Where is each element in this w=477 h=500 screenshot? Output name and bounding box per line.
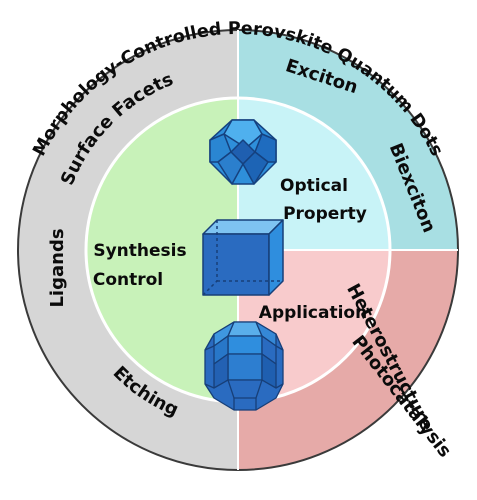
cube-icon bbox=[202, 219, 284, 296]
label-synthesis: Synthesis bbox=[93, 241, 186, 261]
label-ligands: Ligands bbox=[47, 228, 68, 307]
label-control: Control bbox=[93, 270, 163, 290]
label-application: Application bbox=[259, 303, 367, 323]
inner-left-sector bbox=[86, 98, 238, 402]
label-property: Property bbox=[283, 204, 367, 224]
inner-top-right-sector bbox=[238, 98, 390, 250]
truncated-octahedron-icon bbox=[209, 119, 277, 185]
rhombicuboctahedron-icon bbox=[204, 321, 284, 411]
label-optical: Optical bbox=[280, 176, 348, 196]
